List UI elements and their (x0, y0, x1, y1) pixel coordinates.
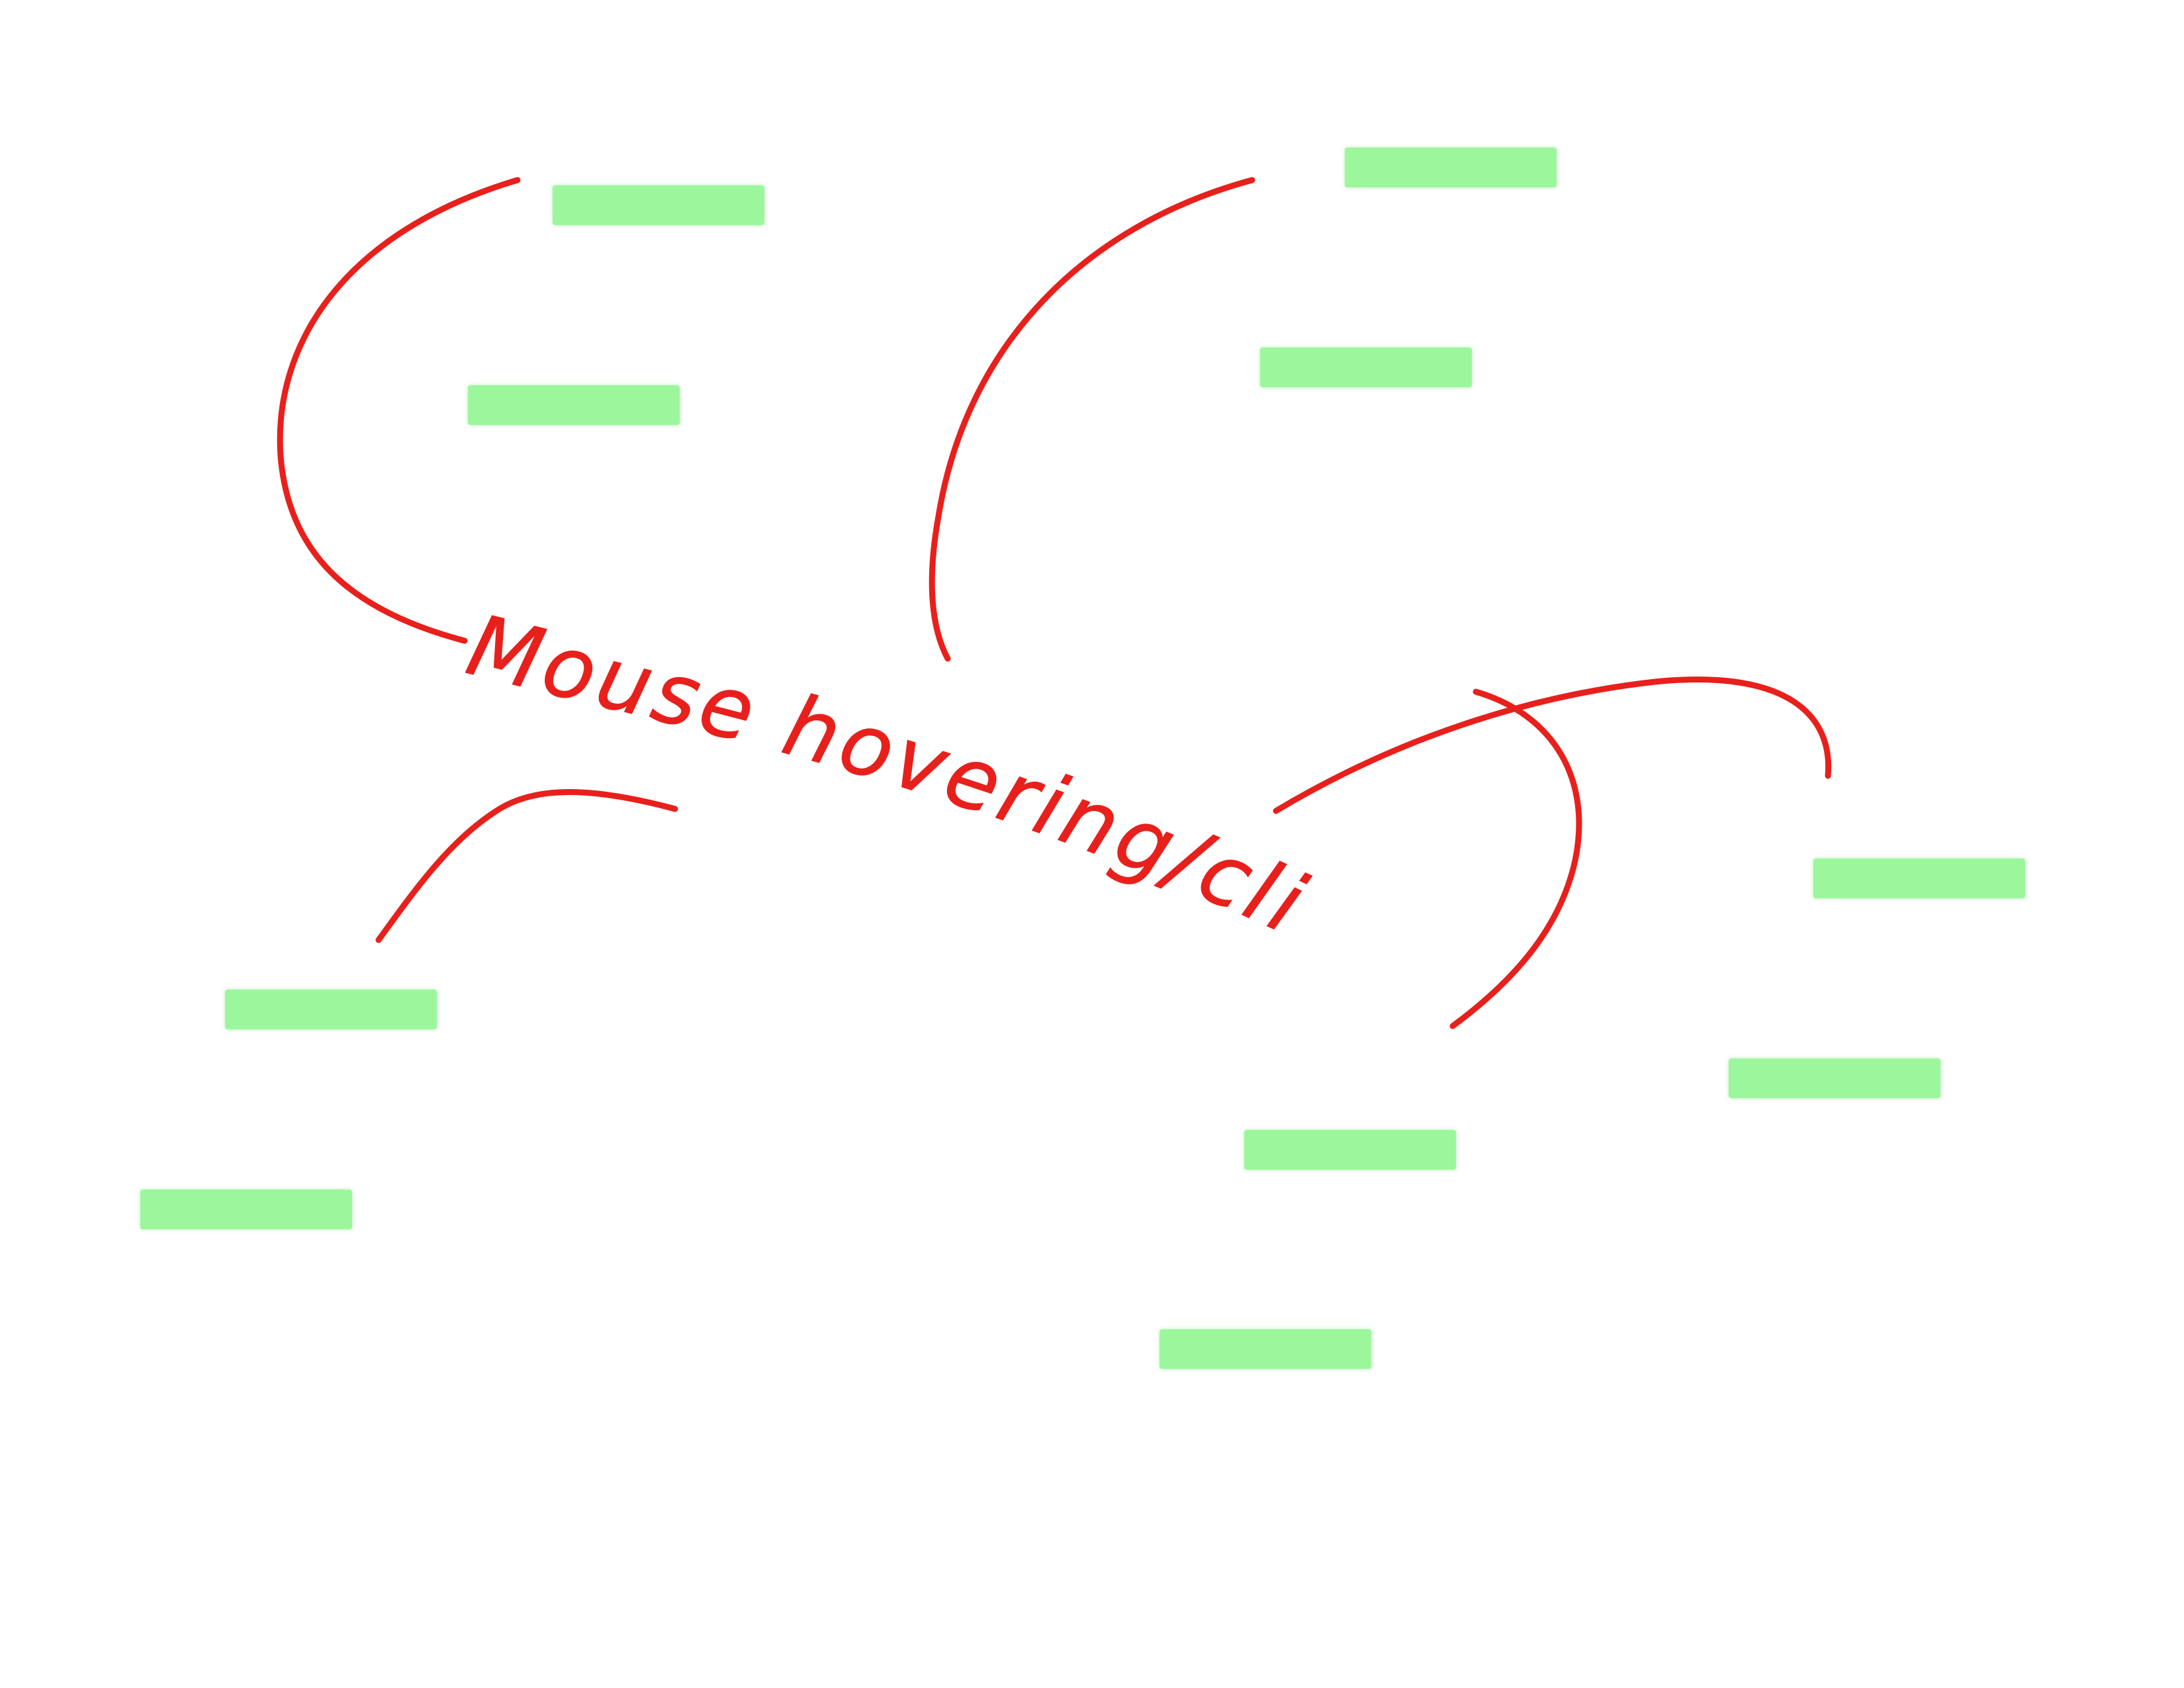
target-box-6[interactable] (140, 1190, 352, 1229)
hover-curve-bottom-left (375, 789, 678, 943)
annotation-label-path: Mouse hovering/clicking (0, 0, 1318, 955)
hover-curve-right-down (1449, 688, 1582, 1029)
target-box-7[interactable] (1813, 859, 2025, 898)
target-box-2[interactable] (468, 385, 680, 425)
hover-curve-top-left (277, 177, 521, 644)
hover-curve-top-middle (929, 177, 1255, 662)
target-box-3[interactable] (1345, 148, 1557, 187)
hover-curve-right-long (1273, 677, 1832, 814)
target-box-9[interactable] (1244, 1130, 1456, 1170)
target-box-4[interactable] (1260, 348, 1472, 387)
target-box-5[interactable] (225, 990, 437, 1029)
annotation-label: Mouse hovering/clicking (0, 0, 1322, 955)
target-box-8[interactable] (1729, 1058, 1940, 1098)
target-box-1[interactable] (553, 185, 764, 225)
target-box-10[interactable] (1160, 1329, 1371, 1369)
